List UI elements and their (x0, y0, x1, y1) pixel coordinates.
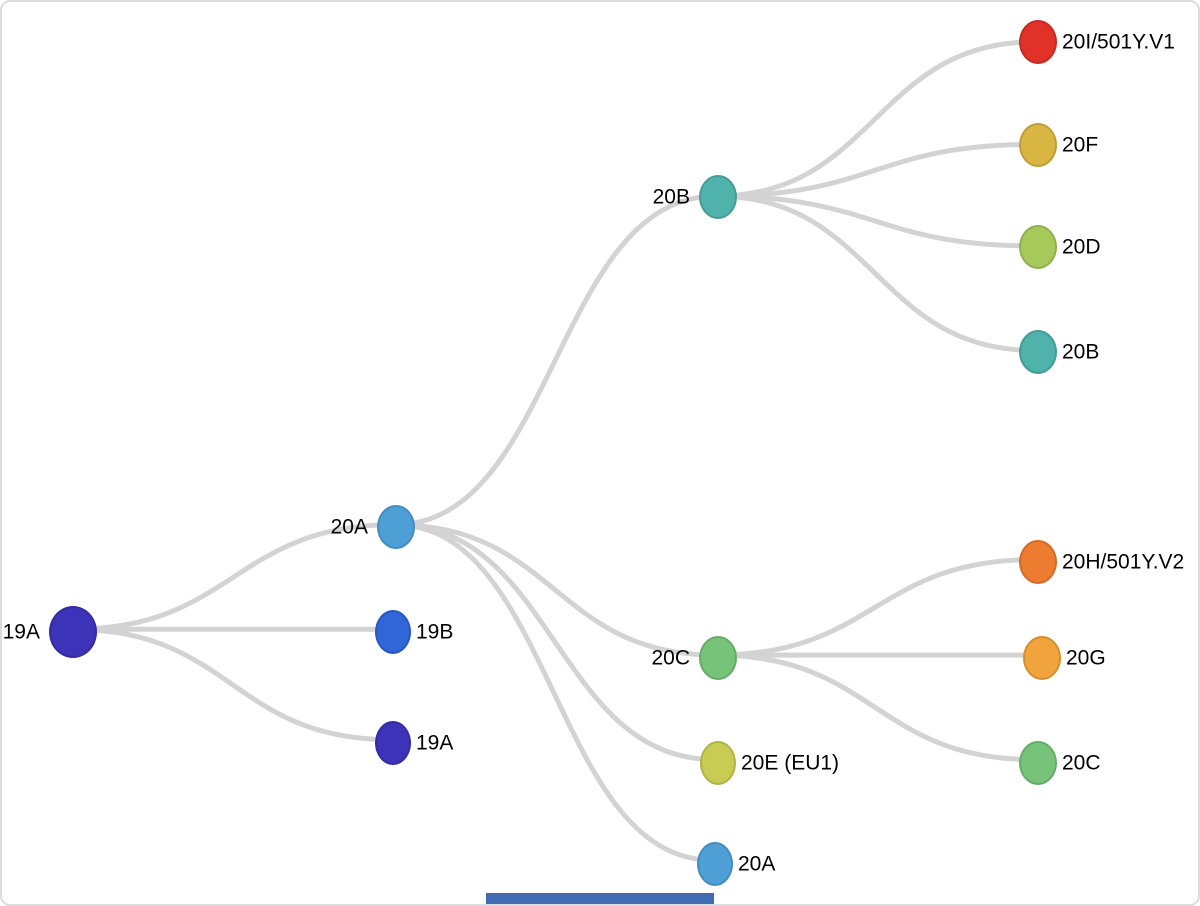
tree-node-label-20B_int: 20B (652, 185, 690, 209)
tree-node-20A_leaf[interactable] (697, 842, 733, 886)
tree-node-20C_int[interactable] (699, 636, 737, 680)
tree-node-label-20C_int: 20C (651, 646, 690, 670)
tree-node-20B_int[interactable] (699, 175, 737, 219)
tree-node-label-20D: 20D (1062, 235, 1101, 259)
branch-20A_int-to-20A_leaf (392, 522, 716, 863)
branch-20B_int-to-20B_leaf (713, 193, 1038, 353)
tree-node-label-20B_leaf: 20B (1062, 340, 1100, 364)
tree-node-label-20F: 20F (1062, 133, 1099, 157)
tree-node-label-20H: 20H/501Y.V2 (1062, 550, 1185, 574)
tree-node-label-19B: 19B (416, 620, 454, 644)
branch-20B_int-to-20D (713, 193, 1038, 249)
tree-node-label-20A_int: 20A (330, 515, 368, 539)
tree-node-19B[interactable] (375, 610, 411, 654)
branch-20A_int-to-20C_int (392, 522, 719, 658)
tree-node-label-19A_root: 19A (2, 620, 40, 644)
tree-node-label-20I: 20I/501Y.V1 (1062, 30, 1175, 54)
tree-node-20B_leaf[interactable] (1019, 330, 1057, 374)
branch-20C_int-to-20H (713, 557, 1038, 658)
branch-19A_root-to-20A_int (70, 522, 398, 632)
bottom-bar-decoration (486, 893, 714, 904)
tree-node-20H[interactable] (1019, 540, 1057, 584)
tree-node-20F[interactable] (1019, 123, 1057, 167)
tree-node-20E[interactable] (700, 741, 736, 785)
branch-20B_int-to-20F (713, 141, 1038, 199)
tree-node-label-20G: 20G (1066, 646, 1106, 670)
tree-node-label-20A_leaf: 20A (738, 852, 776, 876)
tree-node-20G[interactable] (1023, 636, 1061, 680)
branch-20B_int-to-20I (713, 39, 1038, 199)
tree-node-20C_leaf[interactable] (1019, 741, 1057, 785)
branch-19A_root-to-19A_leaf (70, 626, 395, 743)
tree-node-19A_leaf[interactable] (375, 721, 411, 765)
tree-node-20A_int[interactable] (377, 505, 415, 549)
branch-20A_int-to-20B_int (392, 193, 719, 528)
branch-20A_int-to-20E (392, 522, 719, 763)
tree-node-19A_root[interactable] (49, 606, 97, 658)
tree-node-20I[interactable] (1019, 20, 1057, 64)
tree-node-label-20C_leaf: 20C (1062, 751, 1101, 775)
tree-node-label-19A_leaf: 19A (416, 731, 454, 755)
tree-node-20D[interactable] (1019, 225, 1057, 269)
tree-node-label-20E: 20E (EU1) (741, 751, 840, 775)
branch-20C_int-to-20C_leaf (713, 652, 1038, 763)
